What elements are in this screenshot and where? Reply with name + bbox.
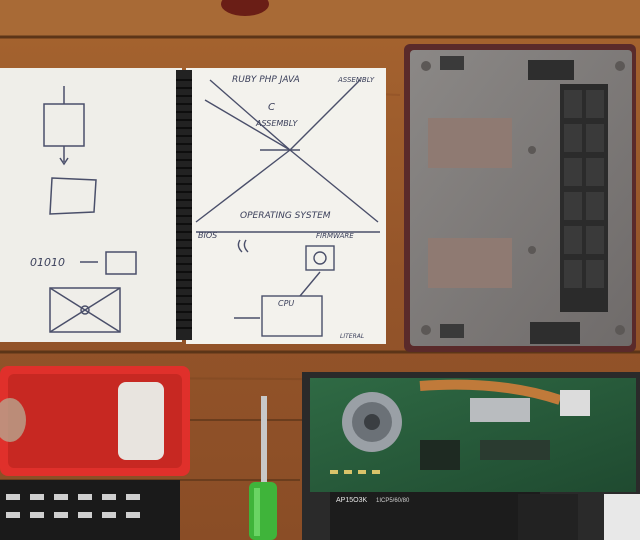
assembly-label: ASSEMBLY [255,119,298,128]
cpu-label: CPU [278,299,294,308]
laptop-bottom-case [404,44,636,352]
battery-model-label: AP15O3K [336,497,367,504]
spiral-binding [176,70,192,340]
binary-label: 01010 [30,256,65,269]
c-label: C [268,102,275,113]
laptop-mainboard [302,372,640,540]
right-page-diagram [195,79,380,337]
firmware-label: FIRMWARE [316,232,354,240]
bios-label: BIOS [198,231,217,240]
top-right-label: ASSEMBLY [337,76,375,84]
left-page-sketches [43,86,137,333]
languages-label: RUBY PHP JAVA [232,75,300,85]
os-label: OPERATING SYSTEM [240,211,331,221]
screwdriver-bit-case [0,366,190,540]
corner-label: LITERAL [340,333,364,340]
screwdriver [249,396,277,540]
sketchbook: 01010 RUBY PHP JAVA ASSEMBLY C ASSEMBLY … [0,68,386,344]
battery-code-label: 1ICP5/60/80 [376,498,410,504]
